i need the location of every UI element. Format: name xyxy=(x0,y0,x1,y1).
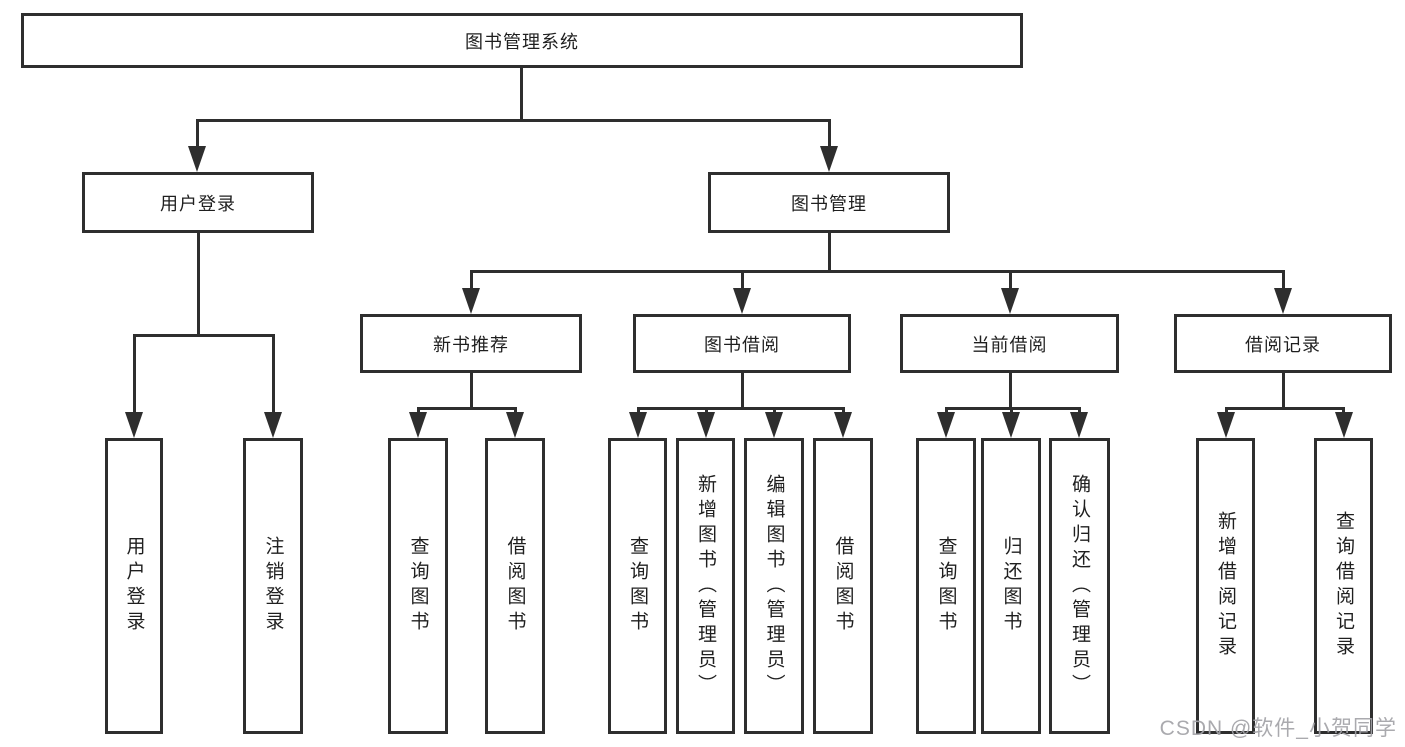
leaf-add-books-admin: 新增图书（管理员） xyxy=(676,438,735,734)
arrow-down-icon xyxy=(409,412,427,438)
arrow-down-icon xyxy=(697,412,715,438)
arrow-down-icon xyxy=(1217,412,1235,438)
node-label: 借阅记录 xyxy=(1245,334,1321,355)
connector xyxy=(1342,407,1345,414)
csdn-watermark: CSDN @软件_小贺同学 xyxy=(1159,717,1397,740)
leaf-borrow-books-recommend: 借阅图书 xyxy=(485,438,545,734)
leaf-label: 新增借阅记录 xyxy=(1215,511,1236,661)
leaf-label: 借阅图书 xyxy=(832,536,854,636)
node-current-borrow: 当前借阅 xyxy=(900,314,1119,373)
arrow-down-icon xyxy=(1335,412,1353,438)
leaf-label: 确认归还（管理员） xyxy=(1069,473,1090,699)
arrow-down-icon xyxy=(1001,288,1019,314)
node-user-login: 用户登录 xyxy=(82,172,314,233)
node-label: 图书管理 xyxy=(791,193,867,214)
arrow-down-icon xyxy=(188,146,206,172)
leaf-label: 查询借阅记录 xyxy=(1333,511,1354,661)
connector xyxy=(1009,373,1012,409)
connector xyxy=(1225,407,1345,410)
connector xyxy=(945,407,948,414)
node-label: 当前借阅 xyxy=(971,334,1048,355)
node-book-management: 图书管理 xyxy=(708,172,950,233)
connector xyxy=(1078,407,1081,414)
leaf-edit-books-admin: 编辑图书（管理员） xyxy=(744,438,804,734)
arrow-down-icon xyxy=(462,288,480,314)
leaf-query-books-recommend: 查询图书 xyxy=(388,438,448,734)
node-book-borrow: 图书借阅 xyxy=(633,314,851,373)
leaf-label: 查询图书 xyxy=(935,536,957,636)
node-root: 图书管理系统 xyxy=(21,13,1023,68)
leaf-return-books: 归还图书 xyxy=(981,438,1041,734)
leaf-label: 归还图书 xyxy=(1000,536,1022,636)
connector xyxy=(828,233,831,272)
arrow-down-icon xyxy=(937,412,955,438)
connector xyxy=(196,119,831,122)
leaf-label: 注销登录 xyxy=(262,536,284,636)
connector xyxy=(637,407,845,410)
arrow-down-icon xyxy=(820,146,838,172)
connector xyxy=(470,270,473,290)
connector xyxy=(417,407,517,410)
leaf-label: 查询图书 xyxy=(407,536,429,636)
arrow-down-icon xyxy=(765,412,783,438)
connector xyxy=(470,270,1284,273)
leaf-add-borrow-record: 新增借阅记录 xyxy=(1196,438,1255,734)
arrow-down-icon xyxy=(1002,412,1020,438)
connector xyxy=(272,334,275,412)
arrow-down-icon xyxy=(506,412,524,438)
leaf-label: 借阅图书 xyxy=(504,536,526,636)
connector xyxy=(514,407,517,414)
leaf-label: 编辑图书（管理员） xyxy=(763,473,785,699)
connector xyxy=(133,334,275,337)
connector xyxy=(133,334,136,412)
connector xyxy=(741,270,744,290)
leaf-user-login: 用户登录 xyxy=(105,438,163,734)
leaf-label: 查询图书 xyxy=(627,536,648,636)
arrow-down-icon xyxy=(834,412,852,438)
connector xyxy=(520,68,523,121)
connector xyxy=(417,407,420,414)
connector xyxy=(741,373,744,409)
arrow-down-icon xyxy=(629,412,647,438)
connector xyxy=(842,407,845,414)
arrow-down-icon xyxy=(1274,288,1292,314)
leaf-logout: 注销登录 xyxy=(243,438,303,734)
node-borrow-records: 借阅记录 xyxy=(1174,314,1392,373)
connector xyxy=(828,119,831,148)
connector xyxy=(637,407,640,414)
node-label: 新书推荐 xyxy=(433,334,509,355)
leaf-label: 用户登录 xyxy=(123,536,145,636)
connector xyxy=(1009,270,1012,290)
leaf-query-books-borrow: 查询图书 xyxy=(608,438,667,734)
arrow-down-icon xyxy=(264,412,282,438)
node-new-book-recommend: 新书推荐 xyxy=(360,314,582,373)
node-label: 图书借阅 xyxy=(704,334,780,355)
node-label: 用户登录 xyxy=(160,193,236,214)
connector xyxy=(773,407,776,414)
leaf-label: 新增图书（管理员） xyxy=(695,473,716,699)
leaf-confirm-return-admin: 确认归还（管理员） xyxy=(1049,438,1110,734)
leaf-borrow-books: 借阅图书 xyxy=(813,438,873,734)
connector xyxy=(1010,407,1013,414)
connector xyxy=(470,373,473,409)
arrow-down-icon xyxy=(1070,412,1088,438)
leaf-query-books-current: 查询图书 xyxy=(916,438,976,734)
connector xyxy=(1282,270,1285,290)
connector xyxy=(1282,373,1285,409)
arrow-down-icon xyxy=(733,288,751,314)
connector xyxy=(197,233,200,336)
connector xyxy=(945,407,1081,410)
connector xyxy=(196,119,199,148)
connector xyxy=(1225,407,1228,414)
arrow-down-icon xyxy=(125,412,143,438)
leaf-query-borrow-record: 查询借阅记录 xyxy=(1314,438,1373,734)
node-root-label: 图书管理系统 xyxy=(465,31,579,52)
connector xyxy=(705,407,708,414)
